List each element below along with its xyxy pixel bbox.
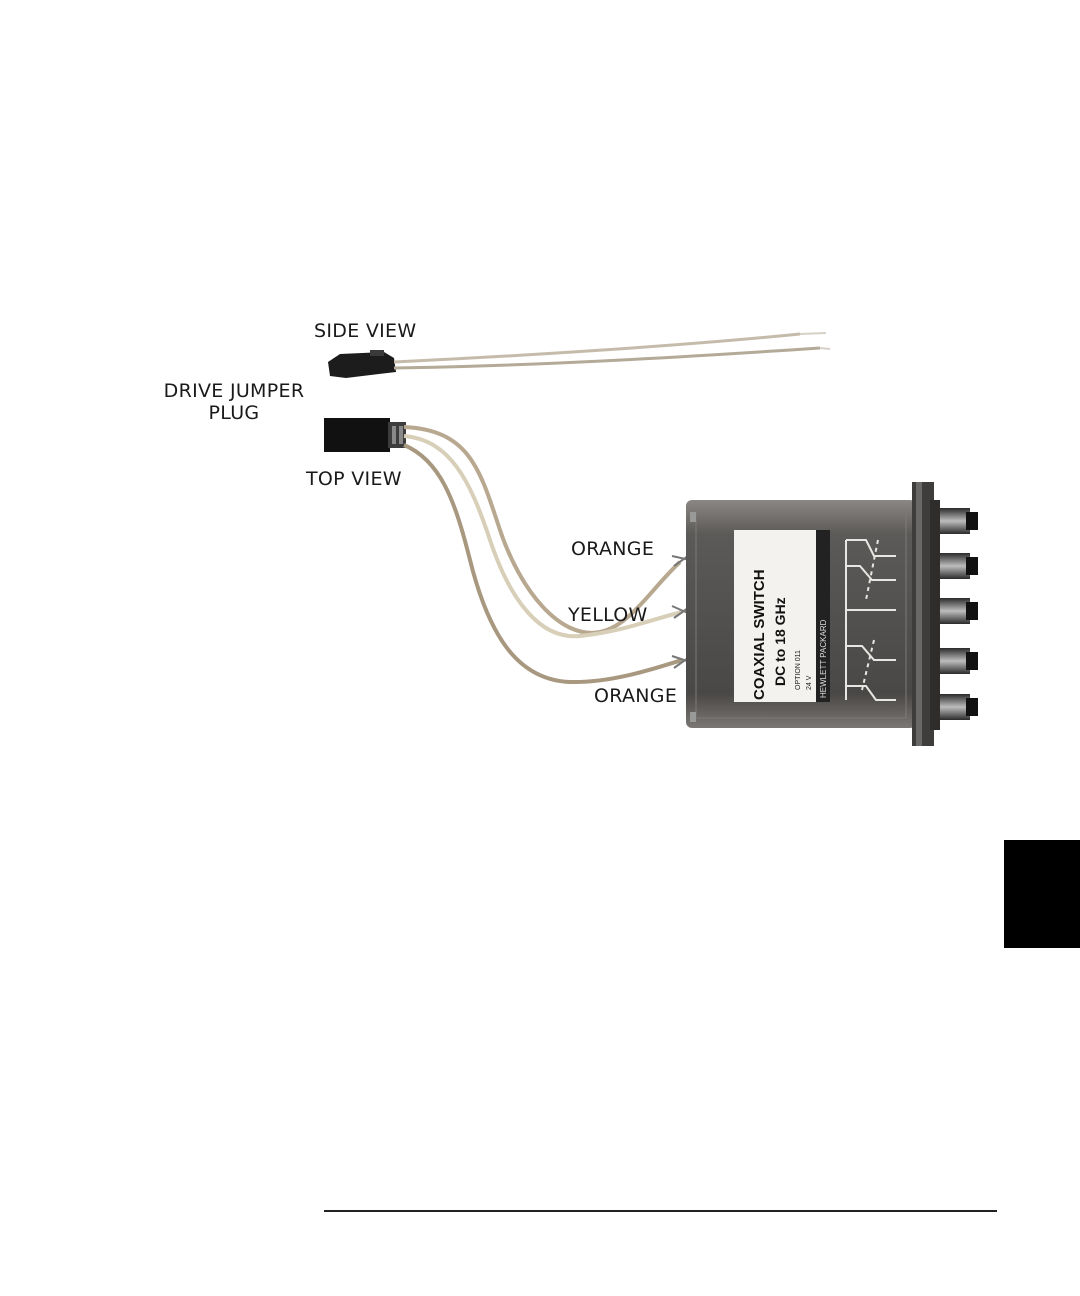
- yellow-wire-label: YELLOW: [568, 604, 648, 626]
- drive-jumper-plug-label: DRIVE JUMPER PLUG: [158, 380, 310, 424]
- orange-wire-label-bottom: ORANGE: [594, 685, 677, 707]
- label-title: COAXIAL SWITCH: [751, 569, 768, 700]
- top-view-plug: [324, 418, 406, 452]
- side-view-label: SIDE VIEW: [314, 320, 416, 342]
- label-small-1: OPTION 011: [795, 650, 802, 690]
- orange-wire-label-top: ORANGE: [571, 538, 654, 560]
- drive-jumper-plug-label-line1: DRIVE JUMPER: [158, 380, 310, 402]
- sma-connectors: [940, 508, 978, 720]
- top-view-label: TOP VIEW: [306, 468, 402, 490]
- drive-jumper-plug-label-line2: PLUG: [158, 402, 310, 424]
- label-range: DC to 18 GHz: [772, 597, 788, 686]
- label-brand: HEWLETT PACKARD: [819, 619, 828, 698]
- footer-rule: [324, 1210, 997, 1212]
- section-thumb-tab: [1004, 840, 1080, 948]
- switch-label-plate: COAXIAL SWITCH DC to 18 GHz OPTION 011 2…: [734, 530, 830, 702]
- label-small-2: 24 V: [806, 675, 813, 690]
